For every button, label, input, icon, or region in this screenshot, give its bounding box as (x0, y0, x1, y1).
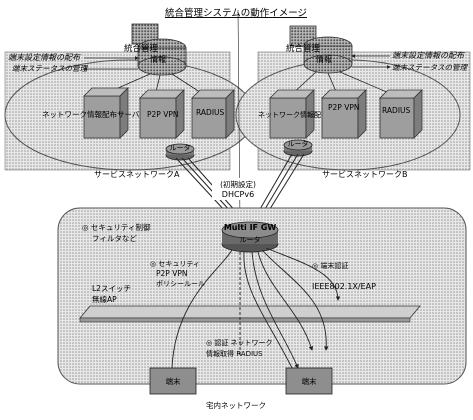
network-b-annot-config: 端末設定情報の配布 (392, 51, 465, 60)
home-flow-lines (171, 247, 341, 369)
network-a-server-label: 統合管理 (124, 43, 159, 54)
network-b-server-label: 統合管理 (286, 43, 321, 54)
network-b-router-label: ルータ (288, 139, 309, 148)
network-a-annot-status: 端末ステータスの管理 (12, 64, 88, 73)
network-b-annot-status: 端末ステータスの管理 (392, 63, 468, 72)
feature-security: ◎ セキュリティ制御 (82, 222, 151, 232)
network-b-db-label: 情報 (316, 54, 332, 64)
dhcp-label-bg (212, 178, 264, 200)
network-a-management-server (131, 23, 187, 76)
network-b-radius-server (379, 89, 423, 139)
diagram-title: 統合管理システムの動作イメージ (165, 7, 307, 19)
terminal-left (149, 367, 197, 395)
network-a-vpn-server (139, 89, 185, 139)
l2-switch-bar (79, 305, 421, 323)
service-network-b: 統合管理 情報 端末設定情報の配布 端末ステータスの管理 ネットワーク情報配布サ… (235, 25, 471, 179)
feature-radius-1: ◎ 認証 ネットワーク (206, 338, 273, 347)
network-b-radius-label: RADIUS (382, 106, 411, 115)
terminal-right-label: 端末 (302, 376, 317, 386)
network-a-db-label: 情報 (150, 54, 166, 64)
network-b-vpn-server (321, 89, 367, 139)
network-a-vpn-label: P2P VPN (147, 110, 178, 119)
network-b-name: サービスネットワークB (322, 170, 408, 179)
feature-radius-2: 情報取得 RADIUS (206, 349, 263, 358)
network-b-vpn-label: P2P VPN (328, 103, 359, 112)
network-a-annot-config: 端末設定情報の配布 (8, 53, 81, 62)
home-network: Multi IF GW ルータ ◎ セキュリティ制御 フィルタなど ◎ セキュリ… (57, 207, 467, 410)
dhcp-label-line1: (初期設定) (220, 179, 256, 189)
feature-p2p-2: P2P VPN (156, 269, 187, 278)
switch-label-1: L2スイッチ (92, 284, 131, 293)
network-b-distribution-label: ネットワーク情報配布サーバ (258, 110, 349, 119)
home-network-area (57, 207, 467, 385)
network-b-distribution-server (269, 89, 315, 139)
network-a-distribution-label: ネットワーク情報配布サーバ (42, 109, 140, 119)
network-a-radius-label: RADIUS (196, 108, 225, 117)
network-a-distribution-server (83, 87, 129, 139)
network-a-name: サービスネットワークA (94, 170, 180, 179)
feature-eap: IEEE802.1X/EAP (312, 282, 376, 291)
network-b-router (283, 139, 313, 157)
terminal-right (285, 367, 333, 395)
dhcp-label-line2: DHCPv6 (222, 190, 254, 199)
service-network-a: 統合管理 情報 端末設定情報の配布 端末ステータスの管理 ネットワーク情報配布サ… (4, 23, 256, 179)
network-a-radius-server (191, 89, 235, 139)
feature-p2p-1: ◎ セキュリティ (150, 260, 200, 268)
switch-label-2: 無線AP (92, 294, 117, 304)
terminal-left-label: 端末 (166, 376, 181, 386)
feature-eap-top: ◎ 端末認証 (312, 261, 348, 270)
network-a-router-label: ルータ (170, 143, 191, 152)
network-b-management-server (289, 25, 353, 74)
home-router-label: Multi IF GW (224, 223, 277, 232)
feature-p2p-3: ポリシールール (156, 280, 205, 288)
feature-filter: フィルタなど (92, 234, 137, 243)
home-network-name: 宅内ネットワーク (206, 400, 266, 410)
home-router (221, 221, 279, 253)
network-a-router (165, 143, 195, 161)
home-router-sublabel: ルータ (240, 235, 261, 244)
